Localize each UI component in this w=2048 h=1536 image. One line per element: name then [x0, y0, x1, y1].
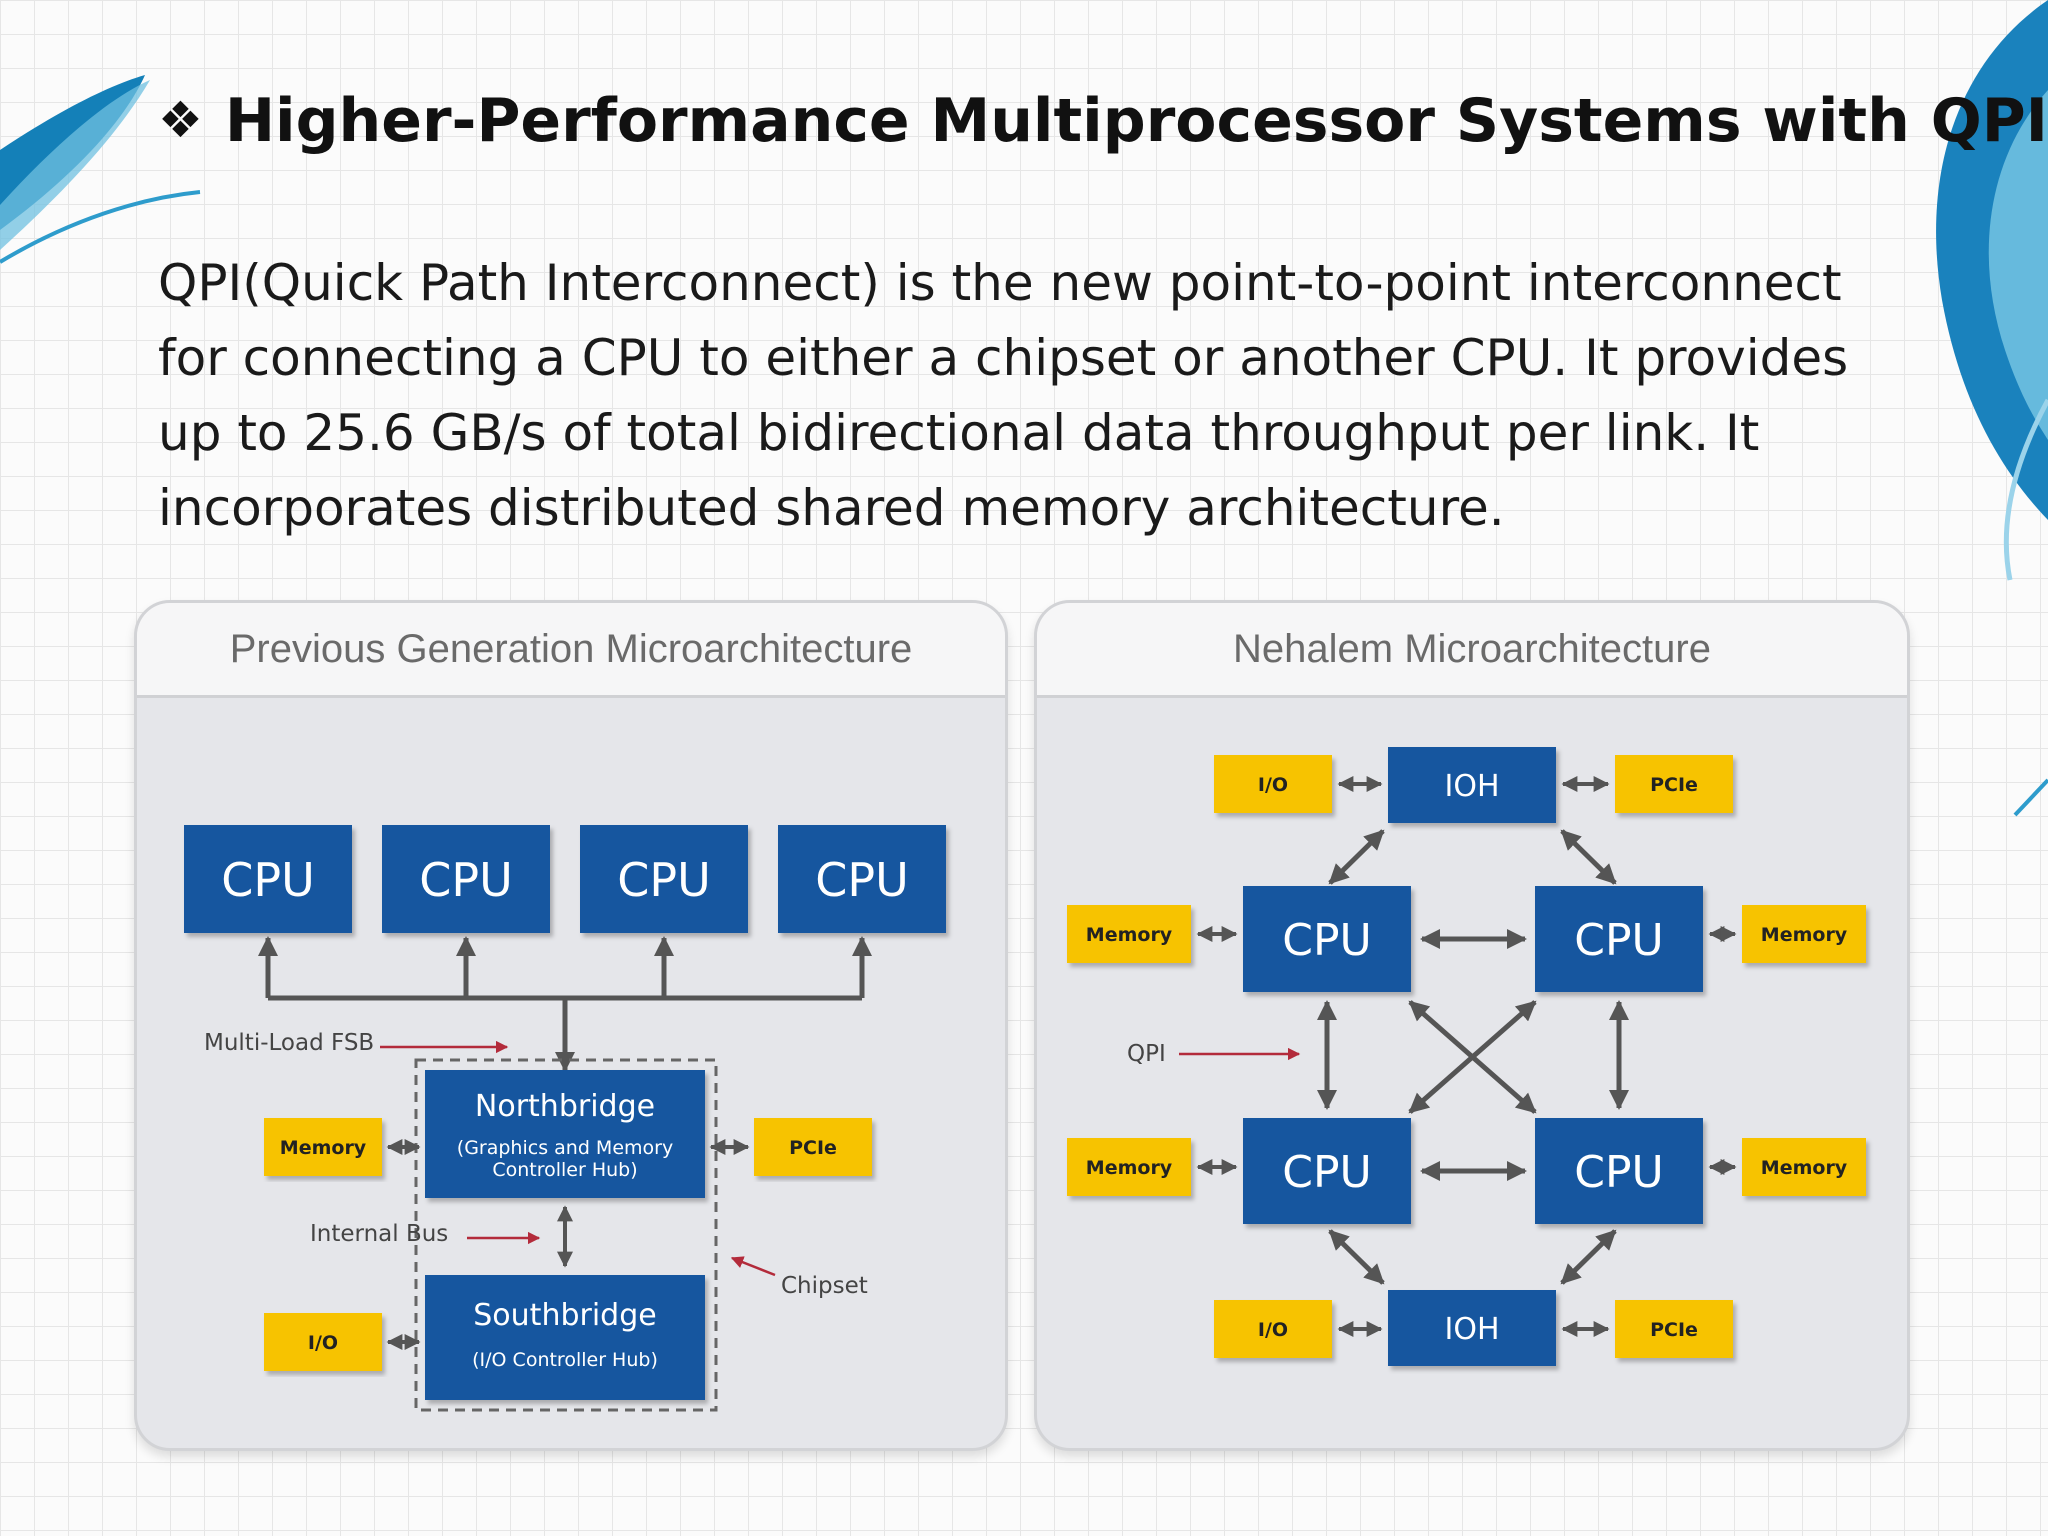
- svg-text:I/O: I/O: [1258, 1319, 1288, 1341]
- cpu-box: CPU: [382, 825, 550, 933]
- svg-text:CPU: CPU: [1574, 915, 1663, 966]
- qpi-links: [1317, 829, 1629, 1285]
- io-box: I/O: [264, 1313, 382, 1371]
- svg-text:PCIe: PCIe: [1650, 1319, 1698, 1341]
- cpu-box: CPU: [1243, 1118, 1411, 1224]
- ioh-top-box: IOH: [1388, 747, 1556, 823]
- svg-text:PCIe: PCIe: [789, 1137, 837, 1159]
- svg-text:I/O: I/O: [1258, 774, 1288, 796]
- svg-text:CPU: CPU: [419, 853, 513, 907]
- svg-text:(Graphics and Memory: (Graphics and Memory: [457, 1137, 673, 1159]
- chipset-label: Chipset: [781, 1273, 868, 1299]
- memory-box: Memory: [1067, 1138, 1191, 1196]
- svg-text:Controller Hub): Controller Hub): [492, 1159, 637, 1181]
- svg-text:Memory: Memory: [1086, 1157, 1173, 1179]
- io-bottom-box: I/O: [1214, 1300, 1332, 1358]
- pcie-bottom-box: PCIe: [1615, 1300, 1733, 1358]
- svg-text:Memory: Memory: [1761, 924, 1848, 946]
- memory-box: Memory: [1067, 905, 1191, 963]
- svg-text:I/O: I/O: [308, 1332, 338, 1354]
- previous-generation-panel: Previous Generation Microarchitecture CP…: [134, 600, 1008, 1451]
- cpu-box: CPU: [184, 825, 352, 933]
- svg-text:PCIe: PCIe: [1650, 774, 1698, 796]
- internal-bus-label: Internal Bus: [310, 1221, 448, 1247]
- svg-text:Memory: Memory: [280, 1137, 367, 1159]
- svg-text:CPU: CPU: [617, 853, 711, 907]
- svg-text:CPU: CPU: [1282, 915, 1371, 966]
- ioh-bottom-box: IOH: [1388, 1290, 1556, 1366]
- qpi-diagram: IOH IOH CPU CPU CPU CPU I/O PCIe Memory …: [1067, 747, 1866, 1366]
- nehalem-panel: Nehalem Microarchitecture IOH IOH CPU CP…: [1034, 600, 1910, 1451]
- panel-header: Nehalem Microarchitecture: [1037, 603, 1907, 698]
- chipset-boundary: [414, 1058, 718, 1412]
- multi-load-fsb-label: Multi-Load FSB: [204, 1030, 374, 1056]
- qpi-label: QPI: [1127, 1041, 1166, 1067]
- svg-text:CPU: CPU: [1574, 1147, 1663, 1198]
- slide-title-text: Higher-Performance Multiprocessor System…: [224, 86, 2048, 156]
- panel-header: Previous Generation Microarchitecture: [137, 603, 1005, 698]
- svg-text:Southbridge: Southbridge: [473, 1298, 656, 1333]
- svg-text:IOH: IOH: [1444, 1312, 1499, 1347]
- cpu-box: CPU: [580, 825, 748, 933]
- cpu-box: CPU: [1535, 886, 1703, 992]
- slide-body-text: QPI(Quick Path Interconnect) is the new …: [158, 254, 1849, 537]
- cpu-box: CPU: [778, 825, 946, 933]
- cpu-box: CPU: [1243, 886, 1411, 992]
- io-top-box: I/O: [1214, 755, 1332, 813]
- pcie-top-box: PCIe: [1615, 755, 1733, 813]
- pcie-box: PCIe: [754, 1118, 872, 1176]
- fsb-bus: [258, 936, 872, 1072]
- chipset-pointer-arrow: [730, 1256, 776, 1277]
- peripheral-links: [1196, 776, 1737, 1337]
- fsb-diagram: CPU CPU CPU CPU Multi-Load FSB Northbrid…: [184, 825, 946, 1412]
- southbridge-box: Southbridge (I/O Controller Hub): [425, 1275, 705, 1400]
- memory-box: Memory: [1742, 1138, 1866, 1196]
- cpu-box: CPU: [1535, 1118, 1703, 1224]
- svg-text:CPU: CPU: [1282, 1147, 1371, 1198]
- svg-text:IOH: IOH: [1444, 769, 1499, 804]
- diamond-bullet-icon: ❖: [158, 91, 203, 149]
- memory-box: Memory: [264, 1118, 382, 1176]
- slide-title: ❖ Higher-Performance Multiprocessor Syste…: [158, 86, 2048, 156]
- svg-text:(I/O Controller Hub): (I/O Controller Hub): [472, 1349, 658, 1371]
- northbridge-box: Northbridge (Graphics and Memory Control…: [425, 1070, 705, 1198]
- svg-text:Northbridge: Northbridge: [475, 1089, 655, 1124]
- memory-box: Memory: [1742, 905, 1866, 963]
- svg-text:Memory: Memory: [1086, 924, 1173, 946]
- svg-text:CPU: CPU: [221, 853, 315, 907]
- svg-text:CPU: CPU: [815, 853, 909, 907]
- svg-text:Memory: Memory: [1761, 1157, 1848, 1179]
